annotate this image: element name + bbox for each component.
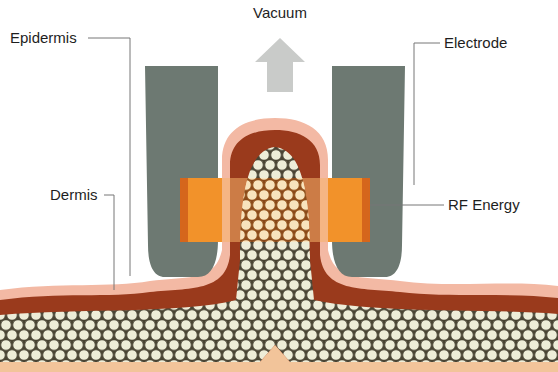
rf-band-right	[328, 178, 370, 242]
fat-outline	[240, 147, 310, 260]
leader-line	[88, 38, 130, 276]
leader-line	[370, 205, 444, 206]
dermis-layer	[0, 130, 558, 372]
part-label: Dermis	[50, 186, 98, 204]
vacuum-arrow	[255, 38, 305, 92]
fat-layer	[0, 147, 558, 362]
part-label: Vacuum	[253, 4, 307, 22]
epidermis-layer	[0, 118, 558, 372]
leader-line	[104, 195, 114, 290]
electrode-left	[145, 66, 218, 277]
rf-band-edge	[362, 178, 370, 242]
part-label: Epidermis	[10, 29, 77, 47]
leader-line	[414, 43, 440, 185]
rf-band-edge	[180, 178, 188, 242]
part-label: RF Energy	[448, 196, 520, 214]
part-label: Electrode	[444, 34, 507, 52]
electrode-right	[332, 66, 405, 277]
rf-band-left	[180, 178, 222, 242]
heated-fat	[180, 178, 370, 242]
subcutis-layer	[0, 345, 558, 372]
